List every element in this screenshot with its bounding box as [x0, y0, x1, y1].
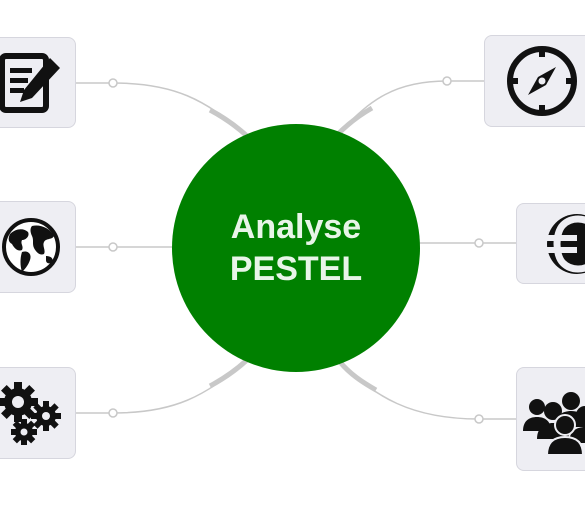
central-topic[interactable]: Analyse PESTEL	[172, 124, 420, 372]
compass-icon	[506, 46, 577, 116]
connector-top-left	[76, 82, 246, 135]
connector-dot	[108, 408, 118, 418]
euro-icon	[547, 213, 585, 274]
pestel-node-political[interactable]	[0, 37, 76, 128]
pestel-node-environmental[interactable]	[0, 201, 76, 293]
pestel-node-economic[interactable]	[516, 203, 585, 284]
connector-dot	[474, 238, 484, 248]
pestel-node-social[interactable]	[516, 367, 585, 471]
people-group-icon	[523, 392, 585, 455]
globe-icon	[2, 218, 60, 276]
connector-dot	[442, 76, 452, 86]
pestel-node-compass[interactable]	[484, 35, 585, 127]
gears-icon	[0, 382, 61, 445]
pestel-node-technological[interactable]	[0, 367, 76, 459]
connector-dot	[108, 78, 118, 88]
document-pen-icon	[0, 52, 60, 113]
central-topic-line-2: PESTEL	[229, 250, 363, 288]
central-topic-line-1: Analyse	[230, 208, 362, 246]
connector-dot	[474, 414, 484, 424]
connector-dot	[108, 242, 118, 252]
connector-bottom-left	[76, 361, 246, 414]
connector-top-right	[339, 80, 484, 133]
connector-bottom-right	[341, 363, 516, 420]
